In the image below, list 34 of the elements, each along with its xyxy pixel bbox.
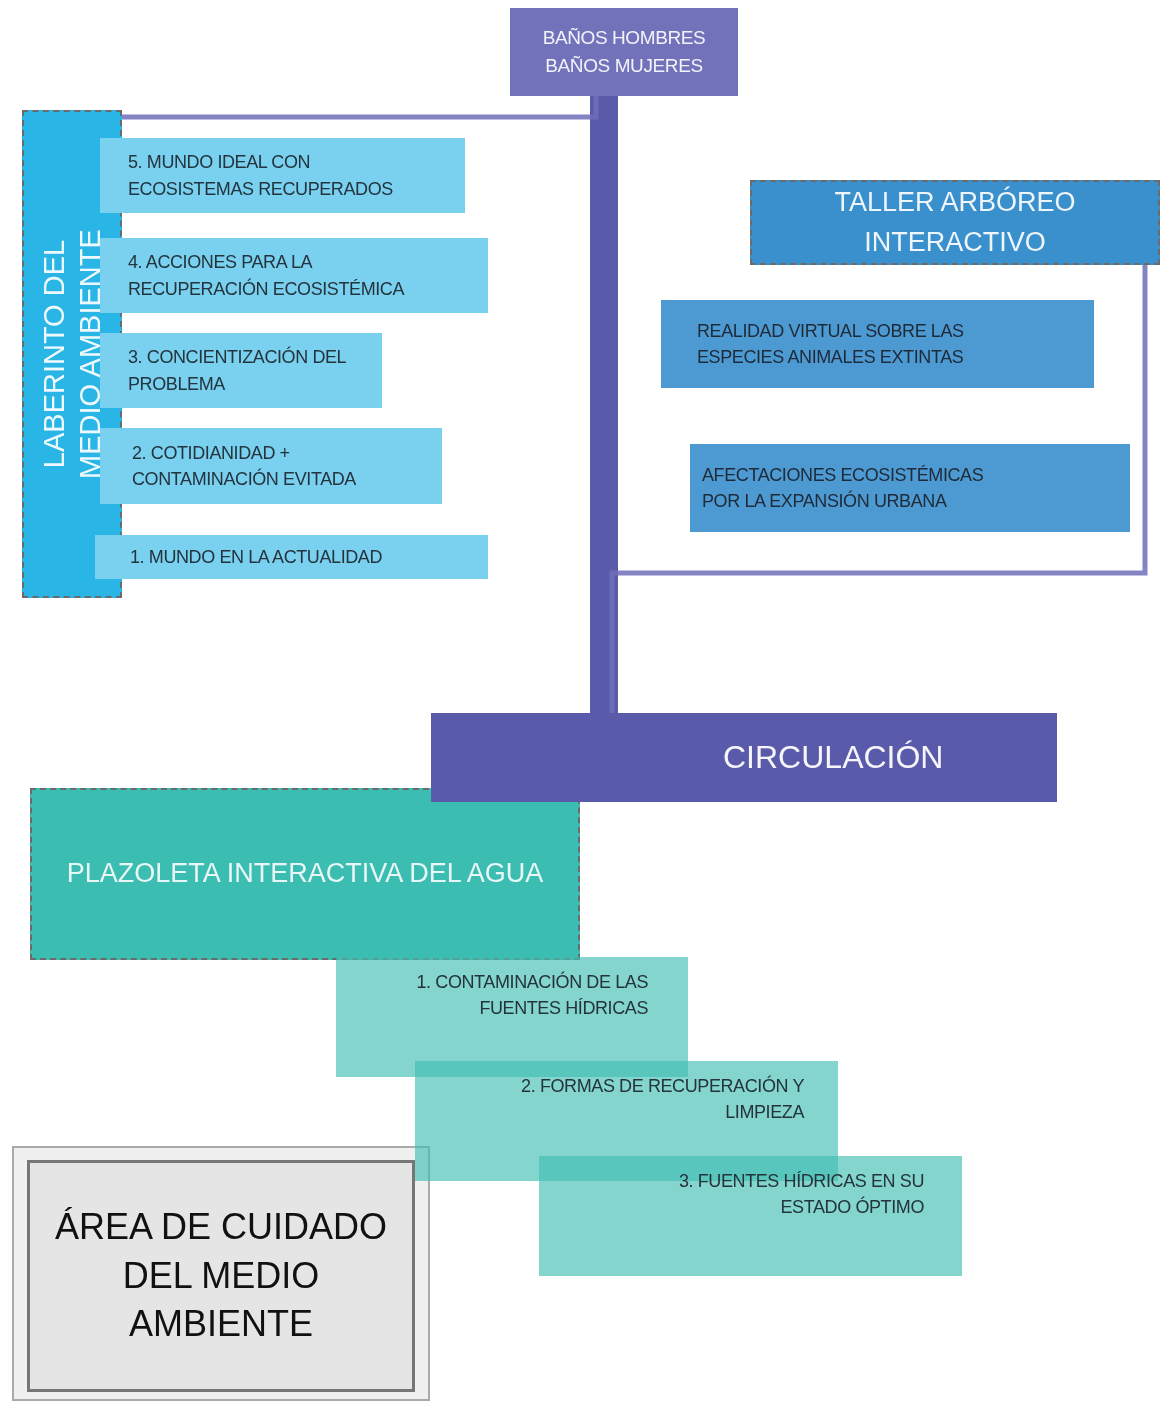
label-text: BAÑOS MUJERES — [544, 54, 704, 78]
label-text: 1. CONTAMINACIÓN DE LAS FUENTES HÍDRICAS — [415, 970, 648, 1021]
exhibit-box — [95, 535, 488, 579]
label-text: BAÑOS HOMBRES — [541, 26, 707, 51]
label-text: 2. FORMAS DE RECUPERACIÓN Y LIMPIEZA — [520, 1074, 804, 1125]
label-text: PLAZOLETA INTERACTIVA DEL AGUA — [66, 857, 544, 891]
label-text: 4. ACCIONES PARA LA RECUPERACIÓN ECOSISTÉMICA — [128, 251, 406, 301]
exhibit-box — [336, 957, 688, 1077]
connector-line — [590, 96, 618, 713]
label-text: 1. MUNDO EN LA ACTUALIDAD — [130, 545, 384, 569]
label-text: 2. COTIDIANIDAD + CONTAMINACIÓN EVITADA — [132, 441, 357, 491]
exhibit-box — [661, 300, 1094, 388]
label-text: AFECTACIONES ECOSISTÉMICAS POR LA EXPANSIÓN URBANA — [702, 463, 985, 513]
connector-line — [122, 96, 599, 120]
label-text: LABERINTO DEL MEDIO AMBIENTE — [36, 228, 107, 481]
label-text: 3. CONCIENTIZACIÓN DEL PROBLEMA — [128, 345, 347, 396]
label-text: 3. FUENTES HÍDRICAS EN SU ESTADO ÓPTIMO — [677, 1170, 924, 1220]
exhibit-box — [100, 138, 465, 213]
zone-box — [750, 180, 1160, 265]
exhibit-box — [539, 1156, 962, 1276]
exhibit-box — [690, 444, 1130, 532]
exhibit-box — [100, 333, 382, 408]
label-text: REALIDAD VIRTUAL SOBRE LAS ESPECIES ANIMALES EXTINTAS — [697, 319, 965, 369]
exhibit-box — [100, 428, 442, 504]
connector-line — [609, 265, 1148, 713]
label-text: 5. MUNDO IDEAL CON ECOSISTEMAS RECUPERADOS — [128, 151, 394, 201]
circulation-bar — [431, 713, 1057, 802]
room-box — [510, 8, 738, 96]
label-text: ÁREA DE CUIDADO DEL MEDIO AMBIENTE — [53, 1205, 389, 1347]
area-title-box — [27, 1160, 415, 1392]
zone-box — [30, 788, 580, 960]
exhibit-box — [100, 238, 488, 313]
label-text: TALLER ARBÓREO INTERACTIVO — [833, 185, 1077, 259]
label-text: CIRCULACIÓN — [723, 738, 945, 778]
